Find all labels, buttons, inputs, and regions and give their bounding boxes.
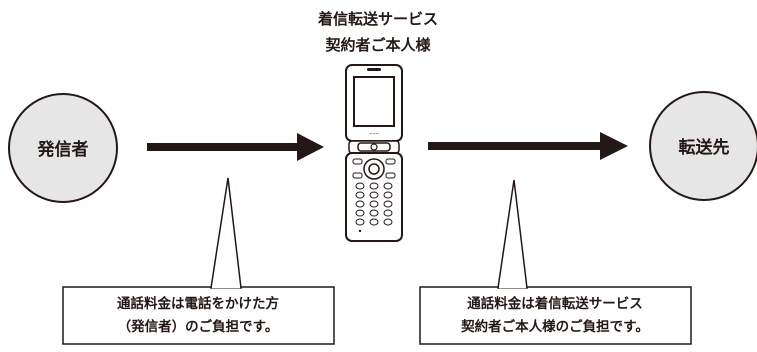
title-line-1: 着信転送サービス xyxy=(317,10,438,28)
destination-label: 転送先 xyxy=(679,137,730,158)
right-arrow-icon xyxy=(428,132,628,160)
callout-caller-charge: 通話料金は電話をかけた方 （発信者）のご負担です。 xyxy=(62,177,335,345)
callout-1-line-1: 通話料金は電話をかけた方 xyxy=(117,295,279,312)
callout-subscriber-charge: 通話料金は着信転送サービス 契約者ご本人様のご負担です。 xyxy=(419,179,692,345)
callout-2-line-2: 契約者ご本人様のご負担です。 xyxy=(460,318,649,335)
caller-label: 発信者 xyxy=(37,139,89,160)
right-arrow-icon xyxy=(147,133,324,161)
callout-2-line-1: 通話料金は着信転送サービス xyxy=(467,295,643,312)
callout-1-line-2: （発信者）のご負担です。 xyxy=(118,318,279,335)
svg-text:~~~: ~~~ xyxy=(369,131,379,136)
title-line-2: 契約者ご本人様 xyxy=(324,36,431,54)
caller-node: 発信者 xyxy=(8,93,118,203)
destination-node: 転送先 xyxy=(649,91,757,201)
flip-phone-icon: ~~~ xyxy=(345,64,403,242)
